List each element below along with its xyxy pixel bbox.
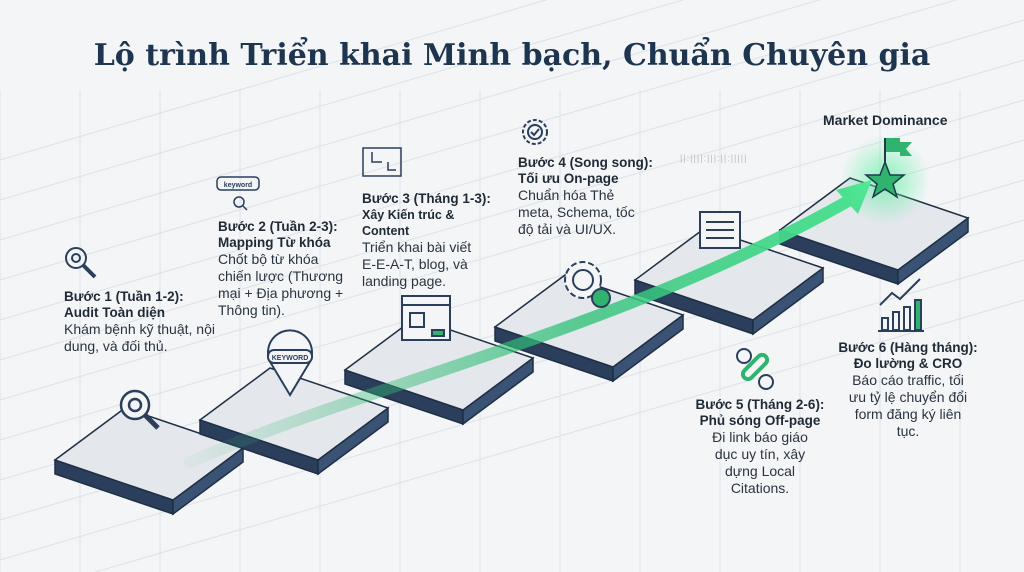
gear-check-icon xyxy=(522,119,548,145)
step-title: Bước 5 (Tháng 2-6): xyxy=(695,397,825,412)
growth-chart-icon xyxy=(878,278,924,332)
step-desc: Chốt bộ từ khóa chiến lược (Thương mại +… xyxy=(218,251,344,318)
step-subtitle: Audit Toàn diện xyxy=(64,305,165,320)
newspaper-icon xyxy=(699,211,741,249)
platform-5 xyxy=(633,227,825,321)
step-desc: Triển khai bài viết E-E-A-T, blog, và la… xyxy=(362,239,472,289)
svg-text:KEYWORD: KEYWORD xyxy=(272,355,309,362)
step-1: Bước 1 (Tuần 1-2): Audit Toàn diện Khám … xyxy=(64,289,224,355)
step-title: Bước 4 (Song song): xyxy=(518,155,653,170)
platform-6 xyxy=(778,177,970,271)
star-icon xyxy=(863,159,907,199)
step-3: Bước 3 (Tháng 1-3): Xây Kiến trúc & Cont… xyxy=(362,191,502,290)
page-title: Lộ trình Triển khai Minh bạch, Chuẩn Chu… xyxy=(93,38,931,73)
step-2: Bước 2 (Tuần 2-3): Mapping Từ khóa Chốt … xyxy=(218,219,350,319)
flag-icon xyxy=(884,138,912,162)
step-subtitle: Đo lường & CRO xyxy=(853,356,963,371)
faint-text: ||:||||:|||:||:||||| xyxy=(680,153,748,163)
step-5: Bước 5 (Tháng 2-6): Phủ sóng Off-page Đi… xyxy=(680,397,840,497)
step-desc: Báo cáo traffic, tối ưu tỷ lệ chuyển đổi… xyxy=(848,372,968,439)
gear-check-platform-icon xyxy=(564,261,611,308)
step-title: Bước 6 (Hàng tháng): xyxy=(838,340,978,355)
gear-search-icon xyxy=(65,247,97,279)
platform-2 xyxy=(198,367,390,461)
step-desc: Đi link báo giáo dục uy tín, xây dựng Lo… xyxy=(712,429,808,496)
step-title: Bước 2 (Tuần 2-3): xyxy=(218,219,338,234)
step-4: Bước 4 (Song song): Tối ưu On-page Chuẩn… xyxy=(518,155,658,238)
webpage-icon xyxy=(401,295,451,341)
goal-label: Market Dominance xyxy=(823,112,948,128)
svg-text:keyword: keyword xyxy=(224,182,252,189)
step-subtitle: Xây Kiến trúc & Content xyxy=(362,208,455,238)
step-desc: Khám bệnh kỹ thuật, nội dung, và đối thủ… xyxy=(64,321,215,354)
blueprint-icon xyxy=(362,147,402,177)
step-subtitle: Phủ sóng Off-page xyxy=(699,413,821,428)
step-title: Bước 3 (Tháng 1-3): xyxy=(362,191,491,206)
search-platform-icon xyxy=(119,389,160,430)
step-title: Bước 1 (Tuần 1-2): xyxy=(64,289,184,304)
link-globe-icon xyxy=(736,348,774,390)
step-subtitle: Tối ưu On-page xyxy=(518,171,619,186)
keyword-search-icon: keyword xyxy=(216,176,260,211)
progress-arrow xyxy=(184,194,856,468)
platform-3 xyxy=(343,317,535,411)
step-6: Bước 6 (Hàng tháng): Đo lường & CRO Báo … xyxy=(828,340,988,440)
step-desc: Chuẩn hóa Thẻ meta, Schema, tốc độ tải v… xyxy=(518,187,635,237)
step-subtitle: Mapping Từ khóa xyxy=(218,235,331,250)
keyword-pin-icon: KEYWORD xyxy=(267,329,313,397)
